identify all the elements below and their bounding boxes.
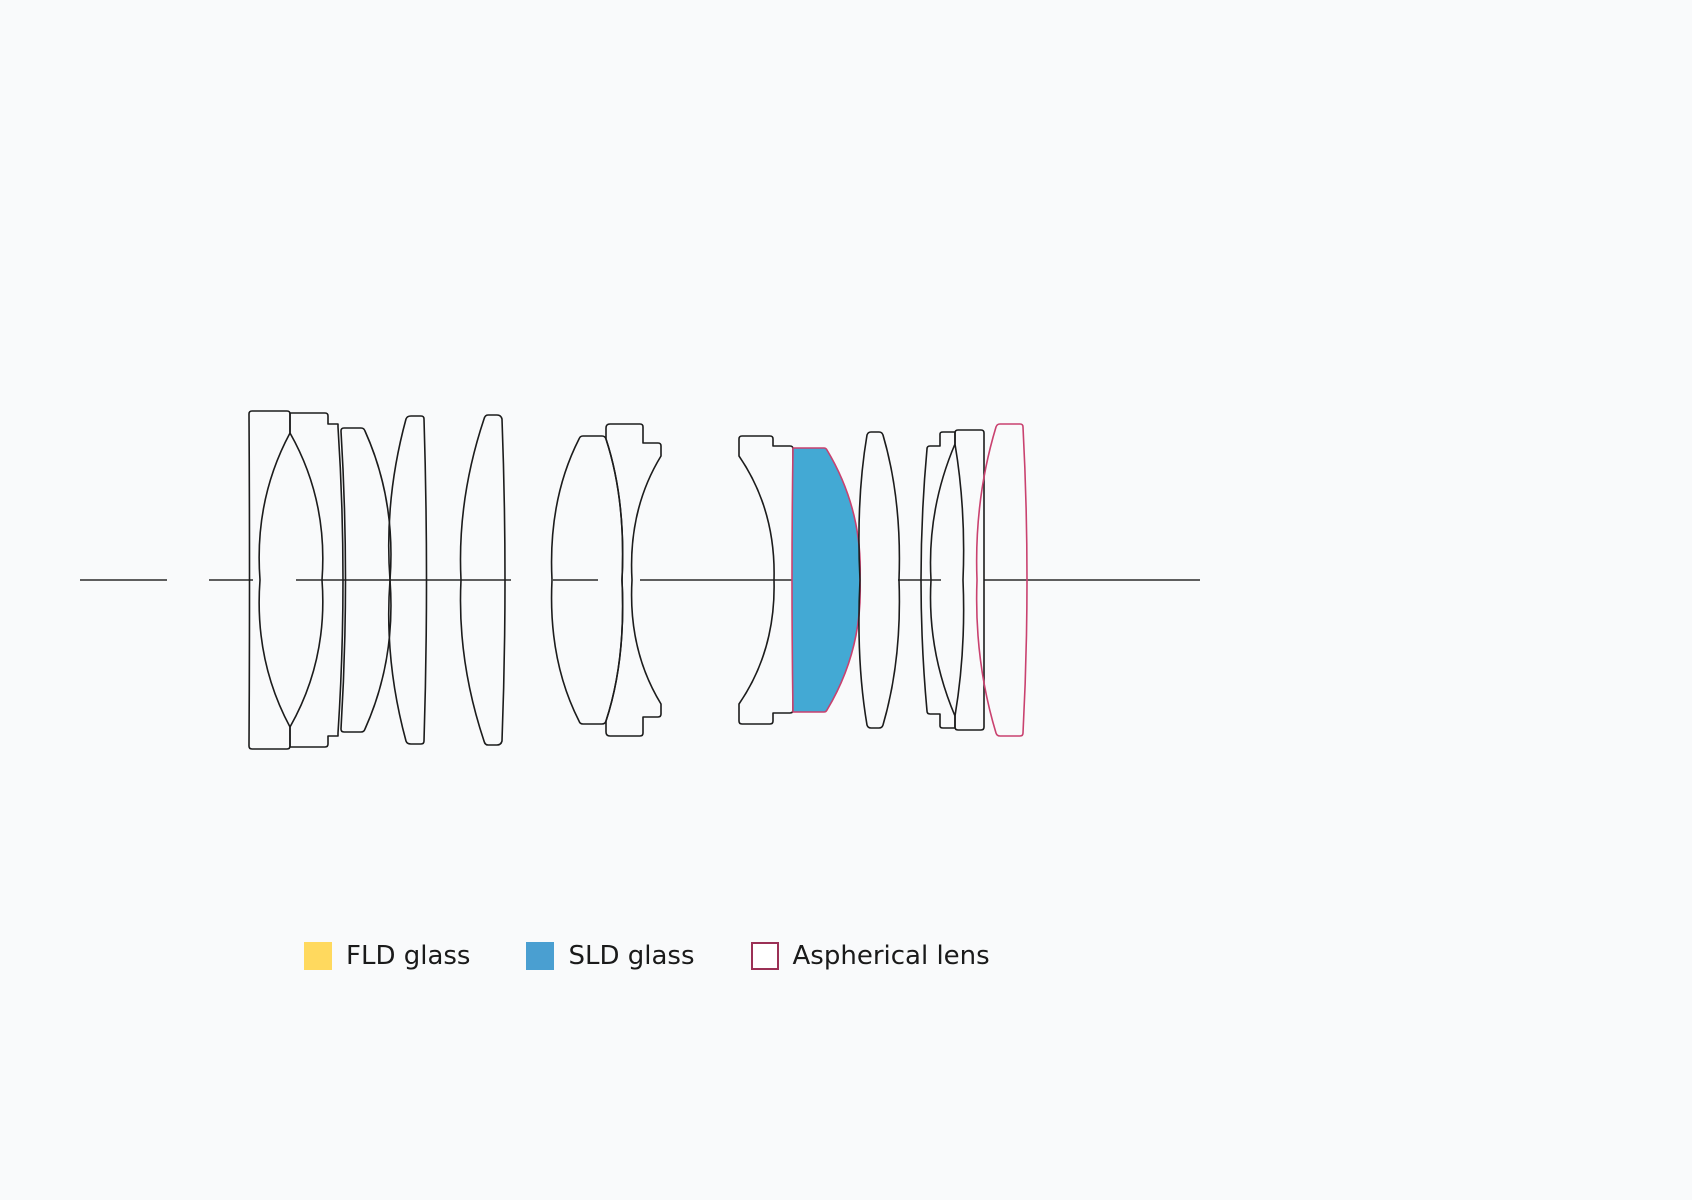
- legend-label-fld: FLD glass: [346, 941, 471, 971]
- lens-element-7: [605, 423, 662, 737]
- lens-element-10-fld: [858, 431, 901, 729]
- lens-element-9-sld-aspherical: [791, 447, 862, 713]
- lens-element-11: [920, 431, 956, 729]
- lens-group-front: [248, 410, 392, 750]
- lens-element-8: [738, 435, 794, 725]
- legend-item-aspherical: Aspherical lens: [750, 941, 990, 971]
- aspherical-swatch: [750, 942, 779, 970]
- lens-element-3: [340, 427, 392, 733]
- legend: FLD glass SLD glass Aspherical lens: [304, 939, 990, 973]
- lens-group-rear: [738, 435, 862, 725]
- lens-element-5-fld: [459, 414, 506, 746]
- legend-item-sld: SLD glass: [526, 941, 695, 971]
- lens-element-1: [248, 410, 291, 750]
- lens-group-doublet: [920, 429, 985, 731]
- lens-element-12: [954, 429, 985, 731]
- legend-item-fld: FLD glass: [304, 941, 470, 971]
- lens-element-13-aspherical: [975, 423, 1028, 737]
- lens-element-4: [387, 415, 428, 745]
- legend-label-sld: SLD glass: [568, 941, 695, 971]
- fld-swatch: [304, 942, 332, 970]
- sld-swatch: [526, 942, 555, 970]
- legend-label-aspherical: Aspherical lens: [792, 941, 990, 971]
- lens-element-2: [289, 412, 344, 748]
- lens-group-middle: [550, 423, 662, 737]
